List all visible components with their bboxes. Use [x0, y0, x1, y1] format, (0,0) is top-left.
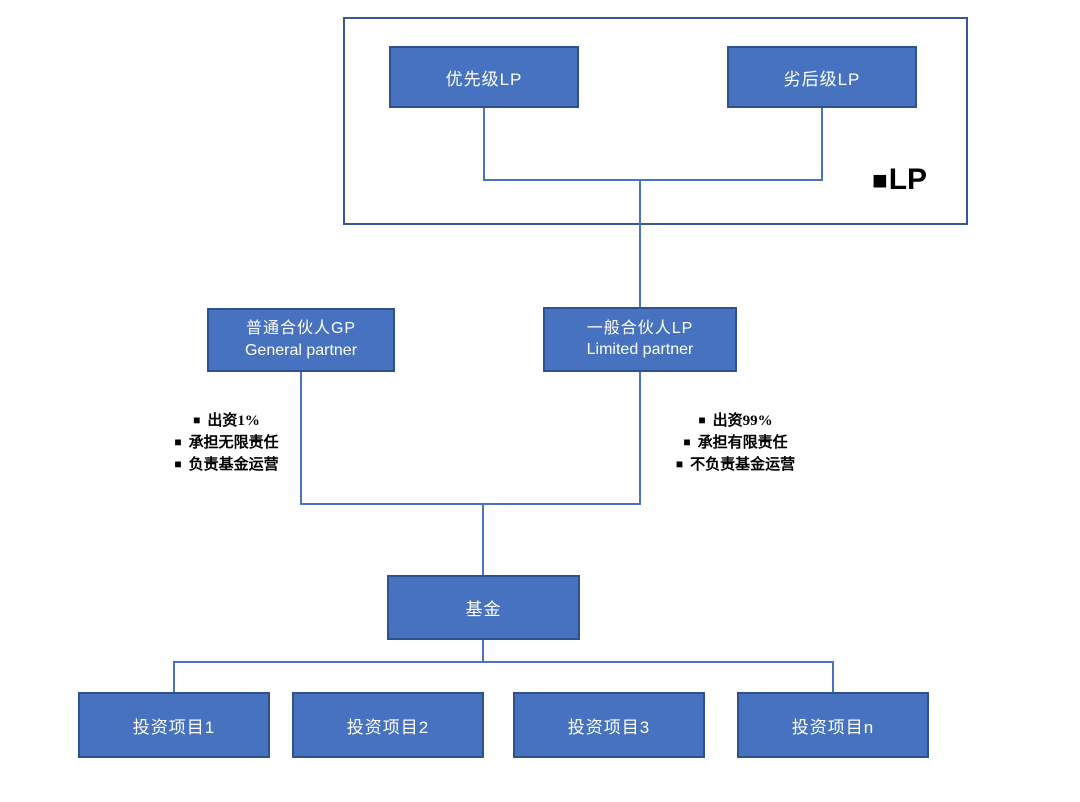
connector-line	[482, 505, 484, 575]
connector-line	[832, 661, 834, 692]
lp-legend-label: LP	[888, 163, 928, 196]
gp-note-text: 出资1%	[207, 413, 260, 429]
gp-title: 普通合伙人GP	[245, 320, 357, 338]
lp-legend: ■ LP	[872, 160, 962, 200]
connector-line	[483, 179, 823, 181]
project-label: 投资项目2	[346, 717, 430, 737]
project-box-n: 投资项目n	[737, 692, 929, 758]
lp-subtitle: Limited partner	[586, 341, 694, 359]
bullet-square-icon: ■	[174, 435, 182, 449]
subordinate-lp-label: 劣后级LP	[783, 69, 861, 89]
project-label: 投资项目1	[132, 717, 216, 737]
connector-line	[300, 503, 641, 505]
bullet-square-icon: ■	[698, 413, 706, 427]
project-label: 投资项目3	[567, 717, 651, 737]
gp-subtitle: General partner	[244, 341, 358, 359]
lp-note-item: ■ 出资99%	[648, 410, 823, 432]
connector-line	[482, 640, 484, 663]
project-box-1: 投资项目1	[78, 692, 270, 758]
senior-lp-box: 优先级LP	[389, 46, 579, 108]
lp-note-text: 承担有限责任	[697, 435, 788, 451]
gp-notes: ■ 出资1% ■ 承担无限责任 ■ 负责基金运营	[139, 410, 314, 476]
senior-lp-label: 优先级LP	[445, 69, 523, 89]
bullet-square-icon: ■	[174, 457, 182, 471]
fund-label: 基金	[465, 600, 502, 619]
connector-line	[639, 181, 641, 307]
bullet-square-icon: ■	[683, 435, 691, 449]
lp-note-text: 不负责基金运营	[690, 457, 796, 473]
lp-note-text: 出资99%	[712, 413, 773, 429]
general-partner-box: 普通合伙人GP General partner	[207, 308, 395, 372]
project-box-2: 投资项目2	[292, 692, 484, 758]
project-box-3: 投资项目3	[513, 692, 705, 758]
lp-note-item: ■ 承担有限责任	[648, 432, 823, 454]
connector-line	[173, 661, 175, 692]
limited-partner-box: 一般合伙人LP Limited partner	[543, 307, 737, 372]
connector-line	[483, 108, 485, 181]
connector-line	[300, 372, 302, 503]
lp-note-item: ■ 不负责基金运营	[648, 454, 823, 476]
black-square-icon: ■	[872, 165, 888, 195]
project-label: 投资项目n	[791, 717, 875, 737]
lp-notes: ■ 出资99% ■ 承担有限责任 ■ 不负责基金运营	[648, 410, 823, 476]
gp-note-item: ■ 出资1%	[139, 410, 314, 432]
gp-note-text: 负责基金运营	[188, 457, 279, 473]
connector-line	[173, 661, 834, 663]
gp-note-item: ■ 负责基金运营	[139, 454, 314, 476]
gp-note-text: 承担无限责任	[188, 435, 279, 451]
connector-line	[821, 108, 823, 181]
lp-title: 一般合伙人LP	[586, 319, 694, 337]
lp-group-container	[343, 17, 968, 225]
subordinate-lp-box: 劣后级LP	[727, 46, 917, 108]
bullet-square-icon: ■	[193, 413, 201, 427]
gp-note-item: ■ 承担无限责任	[139, 432, 314, 454]
connector-line	[639, 372, 641, 503]
bullet-square-icon: ■	[675, 457, 684, 471]
fund-box: 基金	[387, 575, 580, 640]
